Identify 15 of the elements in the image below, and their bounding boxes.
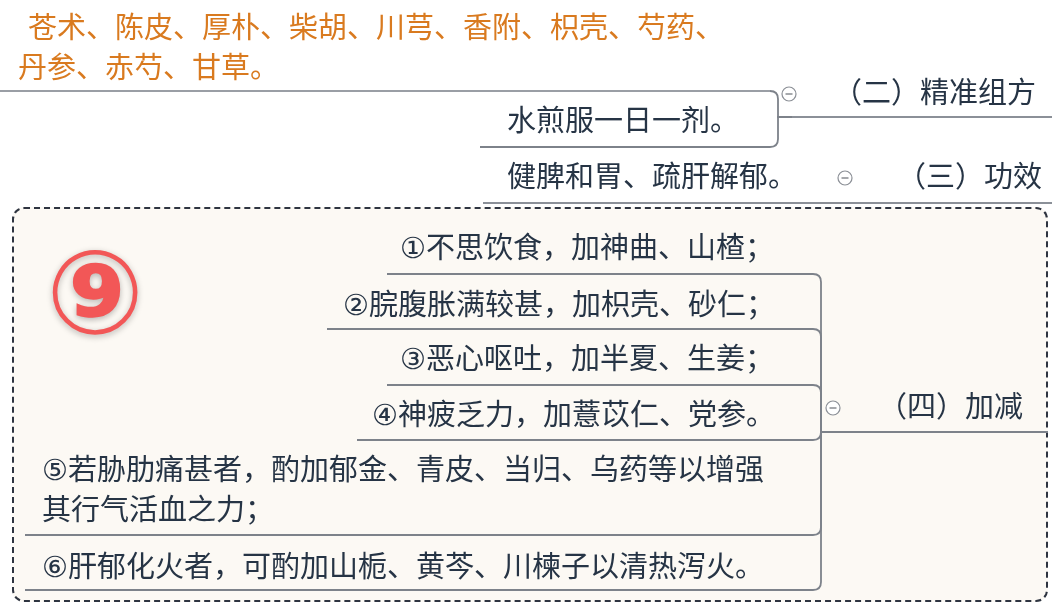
subtopic: 水煎服一日一剂。	[480, 96, 770, 148]
subtopic: ④神疲乏力，加薏苡仁、党参。	[357, 393, 813, 441]
subtopic: ⑤若胁肋痛甚者，酌加郁金、青皮、当归、乌药等以增强其行气活血之力；	[25, 447, 813, 536]
subtopic: ①不思饮食，加神曲、山楂；	[387, 227, 813, 275]
circled-number: ⑨	[46, 235, 145, 351]
subtopic: ③恶心呕吐，加半夏、生姜；	[387, 338, 813, 386]
branch-connector	[819, 202, 841, 204]
branch-connector	[769, 116, 793, 148]
branch-topic: （四）加减	[840, 385, 1048, 433]
subtopic: 健脾和胃、疏肝解郁。	[483, 155, 820, 204]
dashed-boundary	[12, 207, 1048, 602]
ingredient-list-topic: 苍术、陈皮、厚朴、柴胡、川芎、香附、枳壳、芍药、丹参、赤芍、甘草。	[0, 6, 770, 92]
subtopic: ⑥肝郁化火者，可酌加山栀、黄芩、川楝子以清热泻火。	[25, 544, 813, 591]
subtopic: ②脘腹胀满较甚，加枳壳、砂仁；	[327, 282, 813, 330]
branch-connector	[812, 431, 841, 591]
